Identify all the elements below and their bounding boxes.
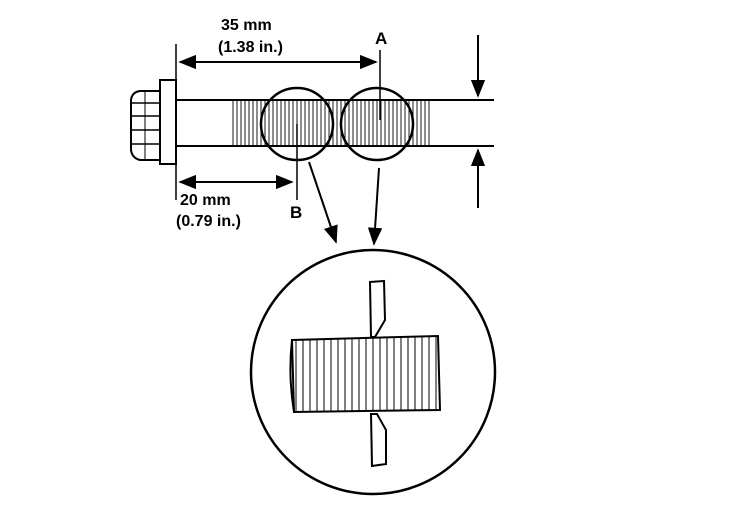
dimension-35mm-imperial: (1.38 in.) xyxy=(218,39,283,56)
gauge-blade-top xyxy=(368,279,387,338)
zone-a-circle xyxy=(339,86,415,162)
bolt-shank xyxy=(176,99,494,147)
dimension-20mm-imperial: (0.79 in.) xyxy=(176,213,241,230)
bolt-head xyxy=(130,79,177,165)
label-b: B xyxy=(290,203,302,222)
dimension-20mm-metric: 20 mm xyxy=(180,192,231,209)
gauge-blade-bottom xyxy=(369,413,387,468)
detail-thread-section xyxy=(290,334,442,414)
leader-arrow-a xyxy=(367,167,383,246)
leader-arrow-b xyxy=(308,161,338,244)
dimension-35mm-metric: 35 mm xyxy=(221,17,272,34)
detail-view xyxy=(249,248,497,496)
label-a: A xyxy=(375,29,387,48)
